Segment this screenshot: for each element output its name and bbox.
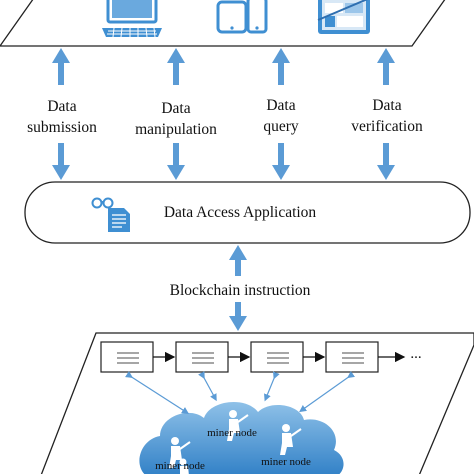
channel-label-line1: Data — [372, 97, 402, 114]
channel-label-line2: submission — [27, 119, 97, 136]
channel-label-line1: Data — [47, 98, 77, 115]
miner-label: miner node — [155, 460, 205, 472]
arrow-query — [272, 48, 290, 180]
miner-person-icon — [179, 458, 189, 474]
channel-label-line2: manipulation — [135, 121, 217, 138]
channel-label-line1: Data — [161, 100, 191, 117]
instruction-arrows — [229, 245, 247, 331]
miner-person-icon — [280, 424, 302, 455]
desktop-computer-icon — [102, 0, 162, 38]
block-4 — [325, 341, 379, 373]
instruction-label: Blockchain instruction — [150, 280, 330, 301]
block-1 — [100, 341, 154, 373]
channel-arrows — [52, 48, 395, 180]
channel-label-line1: Data — [266, 97, 296, 114]
arrow-manipulation — [167, 48, 185, 180]
chain-ellipsis: ... — [410, 346, 422, 362]
channel-label-line2: verification — [351, 118, 423, 135]
channel-label-manipulation: Data manipulation — [123, 98, 229, 140]
tablet-icon — [317, 0, 370, 34]
miner-person-icon — [227, 410, 249, 441]
channel-label-verification: Data verification — [340, 95, 434, 137]
channel-label-submission: Data submission — [20, 96, 104, 138]
block-2 — [175, 341, 229, 373]
arrow-submission — [52, 48, 70, 180]
miner-figures — [169, 410, 302, 474]
block-cloud-links — [125, 370, 356, 414]
miner-label: miner node — [261, 456, 311, 468]
arrow-verification — [377, 48, 395, 180]
app-document-icon — [91, 197, 130, 232]
channel-label-line2: query — [263, 118, 299, 135]
app-label: Data Access Application — [163, 204, 317, 221]
block-3 — [250, 341, 304, 373]
miner-label: miner node — [207, 427, 257, 439]
smartphone-icon — [216, 0, 268, 34]
channel-label-query: Data query — [244, 95, 318, 137]
miner-cloud — [139, 401, 344, 474]
data-access-app-box — [24, 181, 471, 244]
miner-person-icon — [169, 437, 191, 468]
